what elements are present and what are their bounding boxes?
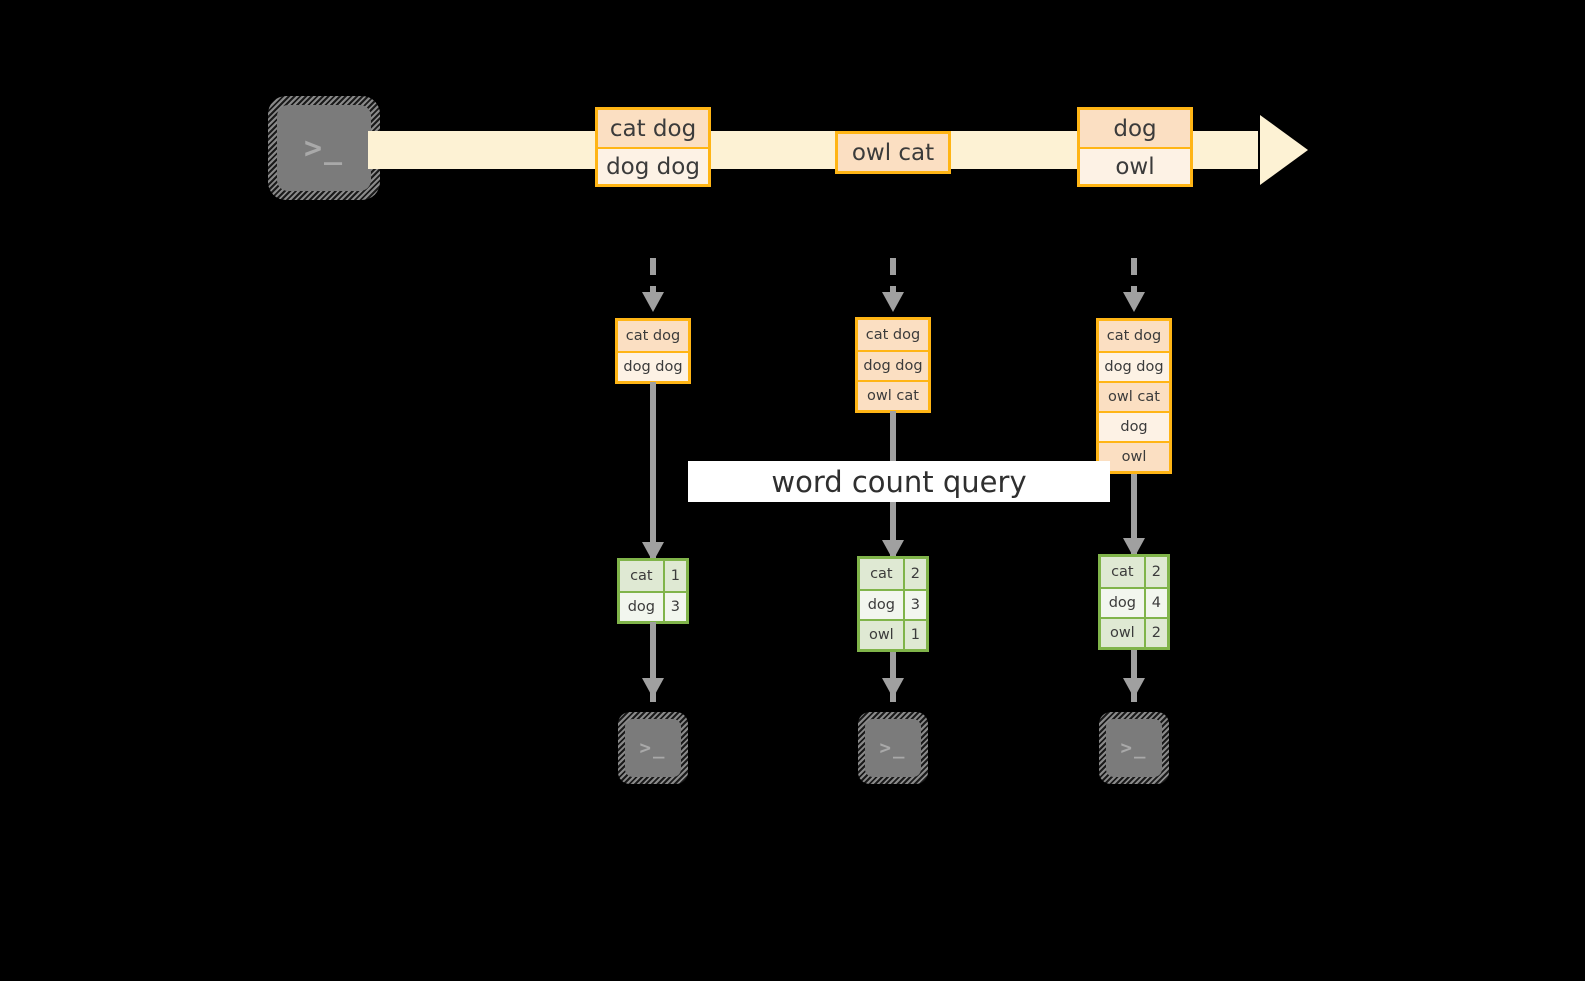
- result-word: cat: [1101, 557, 1144, 587]
- terminal-body: [865, 719, 921, 777]
- input-row: dog dog: [1099, 351, 1169, 381]
- snapshot-2-sink-connector: [890, 652, 896, 702]
- snapshot-3-query-connector: [1131, 474, 1137, 572]
- snapshot-1-query-connector: [650, 382, 656, 572]
- result-row: owl 2: [1101, 617, 1167, 647]
- stream-tap-arrowhead-3: [1123, 292, 1145, 312]
- snapshot-3-sink-connector: [1131, 650, 1137, 702]
- query-label-band: word count query: [688, 461, 1110, 502]
- result-word: dog: [1101, 589, 1144, 617]
- stream-record-2: owl cat: [835, 131, 951, 174]
- snapshot-2-input-table: cat dog dog dog owl cat: [855, 317, 931, 413]
- result-word: cat: [620, 561, 663, 591]
- terminal-prompt-glyph: >_: [303, 130, 345, 166]
- snapshot-1-query-arrowhead: [642, 542, 664, 562]
- input-row: owl cat: [858, 380, 928, 410]
- snapshot-2-query-arrowhead: [882, 540, 904, 560]
- stream-record-row: owl cat: [838, 134, 948, 171]
- result-word: dog: [620, 593, 663, 621]
- source-terminal-icon: >_: [268, 96, 380, 200]
- stream-record-row: dog: [1080, 110, 1190, 147]
- result-row: dog 3: [860, 589, 926, 619]
- snapshot-3-result-table: cat 2 dog 4 owl 2: [1098, 554, 1170, 650]
- result-word: cat: [860, 559, 903, 589]
- terminal-prompt-glyph: >_: [639, 737, 667, 759]
- result-row: owl 1: [860, 619, 926, 649]
- result-word: owl: [860, 621, 903, 649]
- stream-record-row: dog dog: [598, 147, 708, 184]
- result-count: 2: [1143, 619, 1167, 647]
- result-row: cat 2: [860, 559, 926, 589]
- stream-record-3: dog owl: [1077, 107, 1193, 187]
- input-row: dog: [1099, 411, 1169, 441]
- result-row: dog 3: [620, 591, 686, 621]
- terminal-prompt-glyph: >_: [1120, 737, 1148, 759]
- stream-record-row: cat dog: [598, 110, 708, 147]
- stream-tap-connector-1: [650, 258, 656, 298]
- snapshot-1-sink-connector: [650, 622, 656, 702]
- stream-record-row: owl: [1080, 147, 1190, 184]
- input-row: cat dog: [1099, 321, 1169, 351]
- snapshot-1-sink-terminal-icon: >_: [618, 712, 688, 784]
- input-row: dog dog: [618, 351, 688, 381]
- snapshot-3-sink-arrowhead: [1123, 678, 1145, 698]
- stream-tap-arrowhead-1: [642, 292, 664, 312]
- terminal-prompt-glyph: >_: [879, 737, 907, 759]
- terminal-body: [1106, 719, 1162, 777]
- stream-arrowhead: [1260, 115, 1308, 185]
- snapshot-2-result-table: cat 2 dog 3 owl 1: [857, 556, 929, 652]
- result-row: cat 2: [1101, 557, 1167, 587]
- input-row: dog dog: [858, 350, 928, 380]
- result-count: 3: [662, 593, 686, 621]
- stream-tap-arrowhead-2: [882, 292, 904, 312]
- snapshot-3-input-table: cat dog dog dog owl cat dog owl: [1096, 318, 1172, 474]
- result-count: 2: [1143, 557, 1167, 587]
- stream-tap-connector-3: [1131, 258, 1137, 298]
- snapshot-2-sink-arrowhead: [882, 678, 904, 698]
- input-row: owl: [1099, 441, 1169, 471]
- result-count: 3: [902, 591, 926, 619]
- input-row: cat dog: [618, 321, 688, 351]
- input-row: cat dog: [858, 320, 928, 350]
- snapshot-1-result-table: cat 1 dog 3: [617, 558, 689, 624]
- query-label-text: word count query: [771, 464, 1027, 499]
- snapshot-3-sink-terminal-icon: >_: [1099, 712, 1169, 784]
- result-count: 2: [902, 559, 926, 589]
- result-count: 1: [902, 621, 926, 649]
- stream-tap-connector-2: [890, 258, 896, 298]
- snapshot-3-query-arrowhead: [1123, 538, 1145, 558]
- input-row: owl cat: [1099, 381, 1169, 411]
- result-row: cat 1: [620, 561, 686, 591]
- snapshot-1-sink-arrowhead: [642, 678, 664, 698]
- result-count: 4: [1143, 589, 1167, 617]
- result-word: owl: [1101, 619, 1144, 647]
- snapshot-1-input-table: cat dog dog dog: [615, 318, 691, 384]
- result-word: dog: [860, 591, 903, 619]
- result-row: dog 4: [1101, 587, 1167, 617]
- snapshot-2-sink-terminal-icon: >_: [858, 712, 928, 784]
- terminal-body: [277, 105, 371, 191]
- terminal-body: [625, 719, 681, 777]
- stream-record-1: cat dog dog dog: [595, 107, 711, 187]
- result-count: 1: [662, 561, 686, 591]
